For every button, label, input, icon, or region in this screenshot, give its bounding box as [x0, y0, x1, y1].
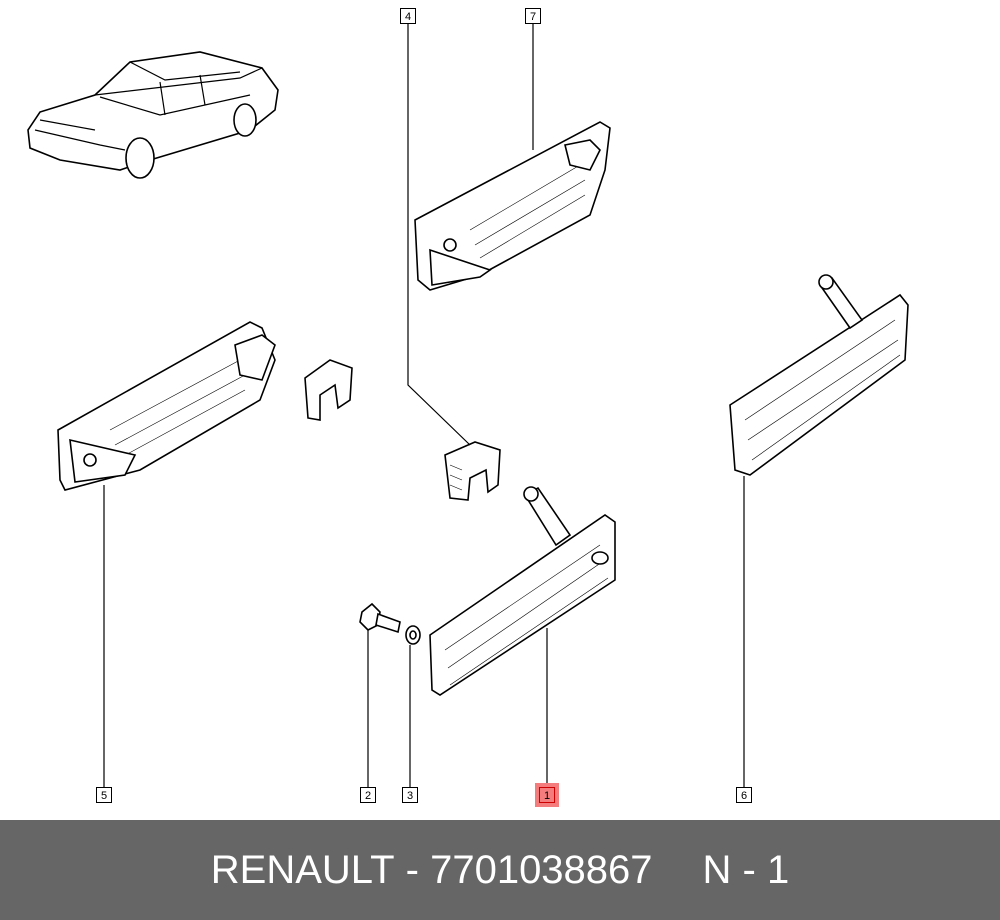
parts-diagram [27, 24, 909, 787]
washer-part-3 [405, 625, 421, 645]
callout-6[interactable]: 6 [736, 787, 752, 803]
car-illustration [27, 51, 279, 179]
screw-part-2 [359, 602, 401, 634]
callout-2[interactable]: 2 [360, 787, 376, 803]
brand-name: RENAULT [210, 847, 395, 892]
part-number: 7701038867 [430, 847, 653, 892]
door-handle-part-5 [57, 321, 276, 491]
callout-3[interactable]: 3 [402, 787, 418, 803]
callout-7[interactable]: 7 [525, 8, 541, 24]
position-label: N - 1 [702, 847, 790, 892]
door-handle-part-7 [414, 121, 611, 291]
footer-caption: RENAULT - 7701038867 N - 1 [0, 820, 1000, 920]
door-handle-part-6 [729, 274, 909, 476]
clip-part [304, 359, 353, 421]
door-handle-part-1 [429, 486, 616, 696]
callout-4[interactable]: 4 [400, 8, 416, 24]
callout-5[interactable]: 5 [96, 787, 112, 803]
callout-1-highlighted[interactable]: 1 [539, 787, 555, 803]
separator: - [405, 847, 419, 892]
retainer-part-4 [444, 441, 501, 501]
leader-lines [103, 24, 745, 787]
